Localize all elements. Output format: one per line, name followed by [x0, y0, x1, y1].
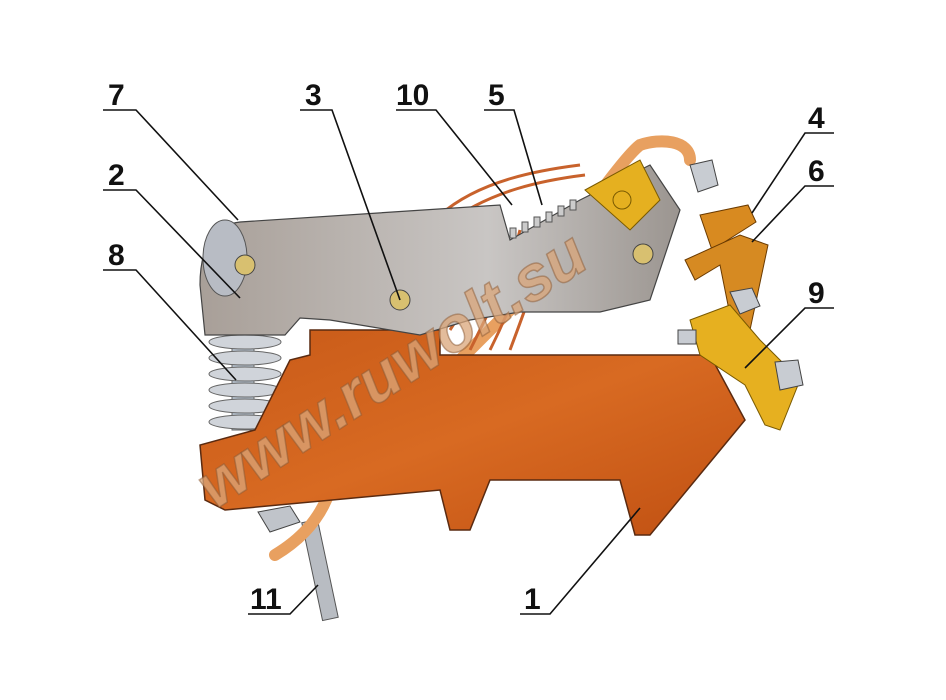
bolt-head — [774, 359, 804, 391]
label-7: 7 — [108, 79, 125, 112]
nut — [689, 159, 719, 193]
label-4: 4 — [808, 102, 825, 135]
label-11: 11 — [250, 583, 282, 616]
clamp-hole — [612, 190, 632, 210]
leader-lines — [103, 109, 834, 615]
label-3: 3 — [305, 79, 322, 112]
contact-plate — [699, 204, 757, 251]
rivet — [632, 243, 654, 265]
label-5: 5 — [488, 79, 505, 112]
label-2: 2 — [108, 159, 125, 192]
lever-teeth — [509, 199, 577, 239]
bolt-thread — [677, 329, 697, 345]
label-9: 9 — [808, 277, 825, 310]
label-10: 10 — [396, 79, 429, 112]
label-8: 8 — [108, 239, 125, 272]
label-6: 6 — [808, 155, 825, 188]
spring — [208, 329, 282, 431]
bolt-head — [729, 287, 761, 315]
threaded-stud — [257, 505, 339, 622]
wire-clamp — [584, 159, 661, 231]
label-1: 1 — [524, 583, 541, 616]
rivet — [234, 254, 256, 276]
